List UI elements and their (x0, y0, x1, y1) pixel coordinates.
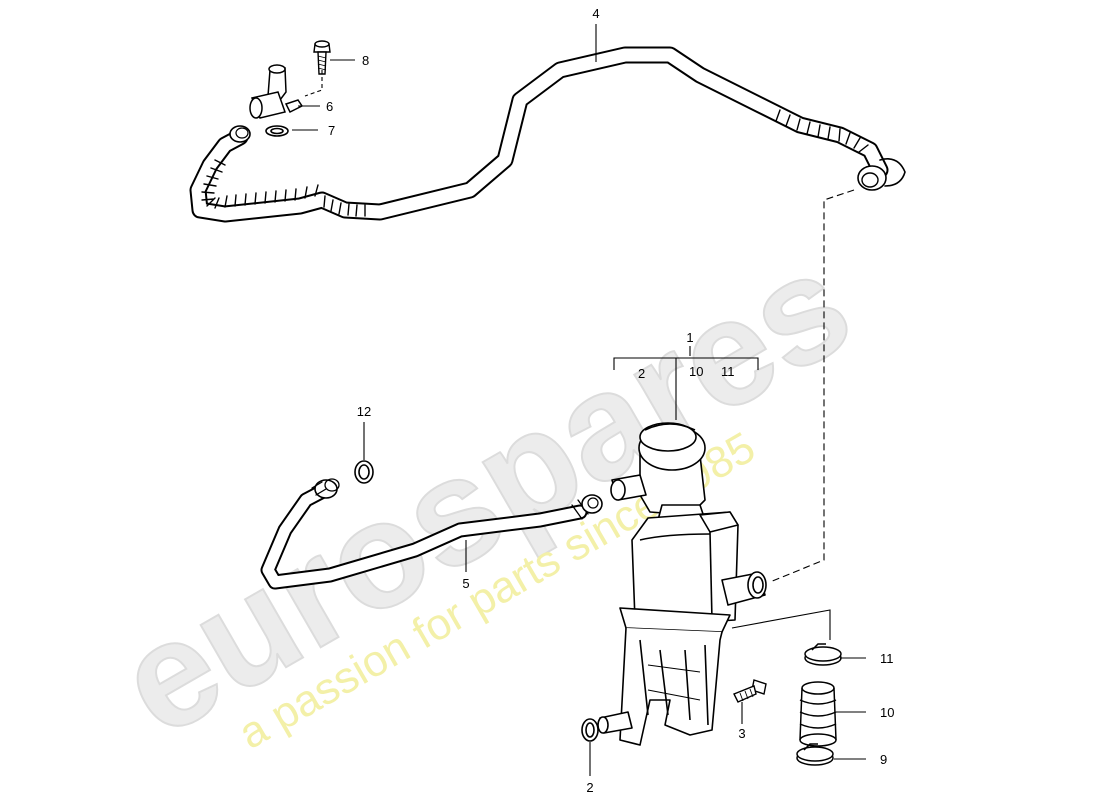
callout-labels: 4 8 6 7 1 2 10 11 12 5 11 10 3 9 2 (326, 6, 894, 795)
callout-7: 7 (328, 123, 335, 138)
callout-8: 8 (362, 53, 369, 68)
callout-11: 11 (880, 651, 894, 666)
part-9-hose-clamp (796, 743, 834, 766)
part-5-lower-hose (260, 478, 603, 590)
part-11-hose-clamp (804, 643, 842, 666)
part-12-o-ring (354, 460, 374, 484)
part-7-o-ring (265, 125, 289, 137)
callout-4: 4 (592, 6, 599, 21)
part-2-o-ring (581, 718, 599, 742)
callout-12: 12 (357, 404, 371, 419)
callout-6: 6 (326, 99, 333, 114)
callout-1: 1 (686, 330, 693, 345)
callout-3: 3 (738, 726, 745, 741)
callout-2: 2 (586, 780, 593, 795)
part-3-bolt (733, 679, 767, 703)
part-10-rubber-sleeve (799, 681, 837, 747)
leader-lines (292, 24, 866, 776)
part-8-bolt (313, 40, 331, 75)
part-4-upper-hose (189, 46, 906, 223)
callout-9: 9 (880, 752, 887, 767)
callout-1-sub-2: 2 (638, 366, 645, 381)
callout-5: 5 (462, 576, 469, 591)
callout-10: 10 (880, 705, 894, 720)
part-6-elbow-fitting (249, 64, 304, 119)
callout-1-sub-10: 10 (689, 364, 703, 379)
callout-1-sub-11: 11 (721, 364, 735, 379)
part-1-oil-separator (597, 422, 767, 746)
